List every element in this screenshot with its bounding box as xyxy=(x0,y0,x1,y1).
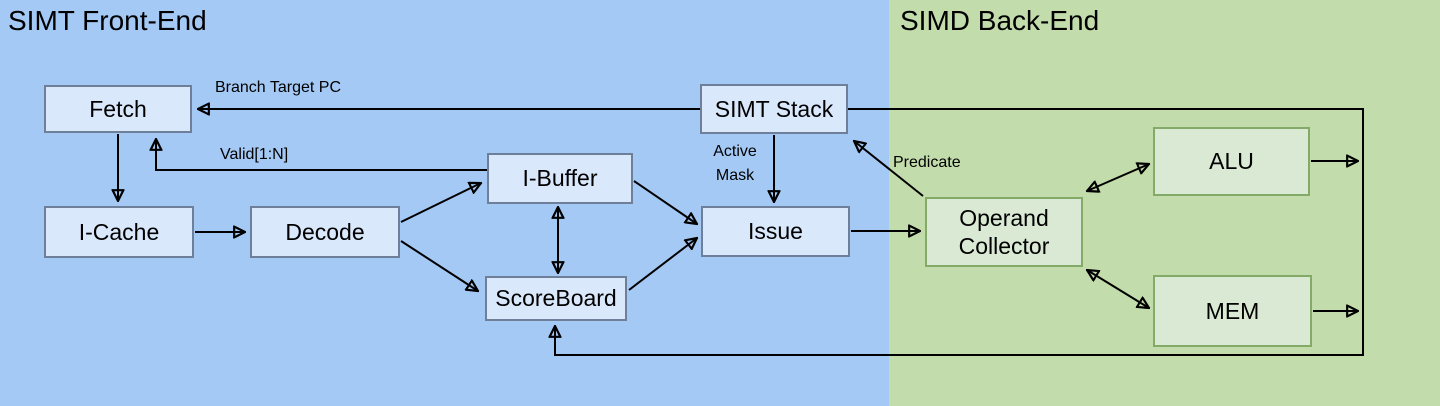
edge-operand-collector-alu-bidir xyxy=(1087,164,1149,191)
node-fetch: Fetch xyxy=(44,85,192,133)
edge-decode-scoreboard xyxy=(400,240,478,291)
node-operand-collector: Operand Collector xyxy=(925,197,1083,267)
node-decode: Decode xyxy=(250,206,400,258)
back-end-title: SIMD Back-End xyxy=(900,5,1100,36)
edge-ibuffer-issue xyxy=(633,180,697,224)
edge-scoreboard-issue xyxy=(628,238,697,291)
node-simt-stack: SIMT Stack xyxy=(700,84,848,134)
edge-writeback-bus-to-scoreboard xyxy=(555,108,1364,356)
edge-decode-ibuffer xyxy=(400,183,481,223)
node-issue: Issue xyxy=(701,206,850,257)
edge-operand-collector-mem-bidir xyxy=(1087,270,1149,308)
edge-label-branch-target-pc: Branch Target PC xyxy=(215,79,341,96)
node-alu: ALU xyxy=(1153,127,1310,196)
front-end-title: SIMT Front-End xyxy=(8,5,207,36)
node-i-buffer: I-Buffer xyxy=(487,153,633,204)
node-mem: MEM xyxy=(1153,275,1312,347)
edge-label-valid: Valid[1:N] xyxy=(220,146,289,163)
edge-ibuffer-fetch-valid xyxy=(156,139,487,171)
node-scoreboard: ScoreBoard xyxy=(485,276,627,321)
edge-label-predicate: Predicate xyxy=(893,154,961,171)
edge-label-active-mask: Active Mask xyxy=(713,143,757,184)
node-i-cache: I-Cache xyxy=(44,206,194,258)
edge-operand-collector-simtstack-predicate xyxy=(854,141,924,197)
